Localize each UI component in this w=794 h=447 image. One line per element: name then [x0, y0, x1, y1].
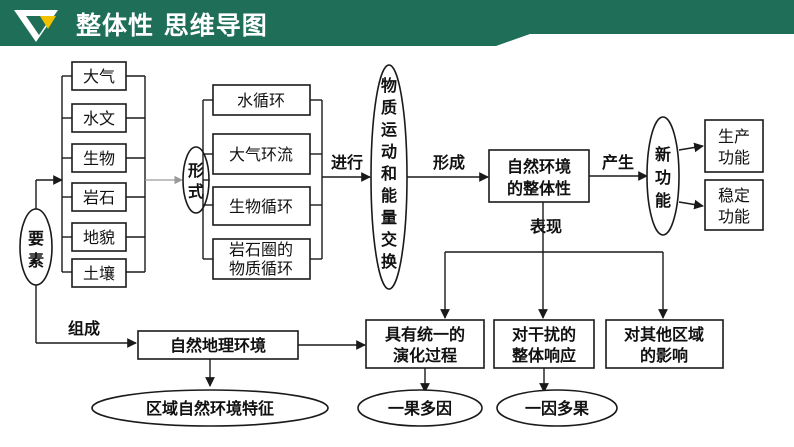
regional-features-label: 区域自然环境特征	[146, 399, 274, 418]
element-label-6: 土壤	[83, 264, 115, 283]
stability-function-line-1: 稳定	[718, 186, 750, 205]
forms-label-char-1: 形	[188, 161, 204, 180]
manifestation-2-line-2: 整体响应	[511, 346, 576, 365]
regional-features-ellipse: 区域自然环境特征	[91, 389, 329, 427]
exchange-char-6: 能	[381, 186, 397, 205]
one-effect-label: 一果多因	[388, 399, 452, 418]
connector	[678, 199, 704, 210]
exchange-char-7: 量	[381, 208, 397, 227]
element-item-3: 生物	[62, 143, 145, 173]
manifestation-3-line-1: 对其他区域	[624, 325, 704, 344]
manifestation-3: 对其他区域 的影响	[605, 319, 724, 369]
form-label-2: 大气环流	[229, 145, 293, 164]
element-label-4: 岩石	[83, 188, 115, 207]
element-label-5: 地貌	[83, 228, 115, 247]
form-item-3: 生物循环	[203, 186, 322, 226]
form-item-1: 水循环	[203, 84, 322, 116]
new-function-ellipse	[646, 116, 680, 236]
one-effect-many-causes-ellipse: 一果多因	[357, 389, 483, 427]
element-label-1: 大气	[83, 67, 115, 86]
one-cause-label: 一因多果	[525, 399, 589, 418]
manifestation-3-line-2: 的影响	[640, 346, 688, 365]
stability-function-line-2: 功能	[718, 207, 750, 226]
header-bar: 整体性 思维导图	[0, 0, 794, 46]
element-item-2: 水文	[62, 103, 145, 133]
form-label-4-line-2: 物质循环	[229, 259, 293, 278]
elements-label-char-1: 要	[28, 229, 44, 248]
manifestation-2: 对干扰的 整体响应	[493, 319, 595, 369]
new-function-char-1: 新	[655, 145, 671, 164]
form-item-2: 大气环流	[203, 133, 322, 175]
manifestation-1-line-1: 具有统一的	[385, 325, 465, 344]
exchange-char-2: 质	[381, 98, 397, 117]
element-item-4: 岩石	[62, 182, 145, 212]
proceed-label: 进行	[331, 153, 363, 172]
forms-label-char-2: 式	[188, 182, 204, 201]
manifestation-1: 具有统一的 演化过程	[365, 319, 485, 369]
header-background	[0, 0, 794, 46]
element-item-1: 大气	[62, 61, 145, 91]
stability-function-box	[704, 179, 764, 231]
form-item-4: 岩石圈的 物质循环	[203, 238, 322, 280]
production-function-line-2: 功能	[718, 148, 750, 167]
connector	[678, 142, 704, 153]
form-label-1: 水循环	[237, 91, 285, 110]
exchange-char-4: 动	[381, 142, 397, 161]
exchange-node: 物 质 运 动 和 能 量 交 换	[370, 64, 408, 290]
element-label-3: 生物	[83, 149, 115, 168]
holism-line-1: 自然环境	[507, 157, 571, 176]
exchange-char-1: 物	[381, 76, 397, 95]
exchange-char-5: 和	[381, 164, 397, 183]
new-function-group: 新 功 能 生产 功能 稳定 功能	[646, 116, 764, 236]
holism-box: 自然环境 的整体性	[488, 149, 590, 203]
production-function-line-1: 生产	[718, 127, 750, 146]
element-item-5: 地貌	[62, 222, 145, 252]
page-title: 整体性 思维导图	[76, 11, 268, 40]
manifest-label: 表现	[529, 217, 562, 236]
new-function-char-2: 功	[655, 168, 671, 187]
exchange-char-8: 交	[381, 230, 397, 249]
geo-env-label: 自然地理环境	[170, 336, 266, 355]
element-item-6: 土壤	[62, 258, 145, 288]
exchange-char-9: 换	[381, 252, 398, 271]
manifestation-2-line-1: 对干扰的	[512, 325, 576, 344]
holism-line-2: 的整体性	[507, 179, 571, 198]
produce-label: 产生	[602, 153, 634, 172]
logo-triangle-icon	[14, 10, 58, 42]
production-function-box	[704, 119, 764, 173]
manifestation-1-line-2: 演化过程	[393, 346, 457, 365]
forms-group: 形 式 水循环 大气环流 生物循环 岩石圈的 物质循环	[182, 84, 323, 280]
one-cause-many-effects-ellipse: 一因多果	[496, 389, 618, 427]
new-function-char-3: 能	[655, 191, 671, 210]
exchange-char-3: 运	[381, 120, 397, 139]
compose-label: 组成	[68, 319, 100, 338]
form-label-4-line-1: 岩石圈的	[229, 240, 293, 259]
form-label: 形成	[433, 153, 465, 172]
element-label-2: 水文	[83, 109, 115, 128]
elements-label-char-2: 素	[28, 251, 44, 270]
element-group: 要 素 大气 水文 生物 岩石 地貌	[19, 61, 146, 348]
form-label-3: 生物循环	[229, 197, 293, 216]
geo-env-box: 自然地理环境	[137, 330, 299, 360]
